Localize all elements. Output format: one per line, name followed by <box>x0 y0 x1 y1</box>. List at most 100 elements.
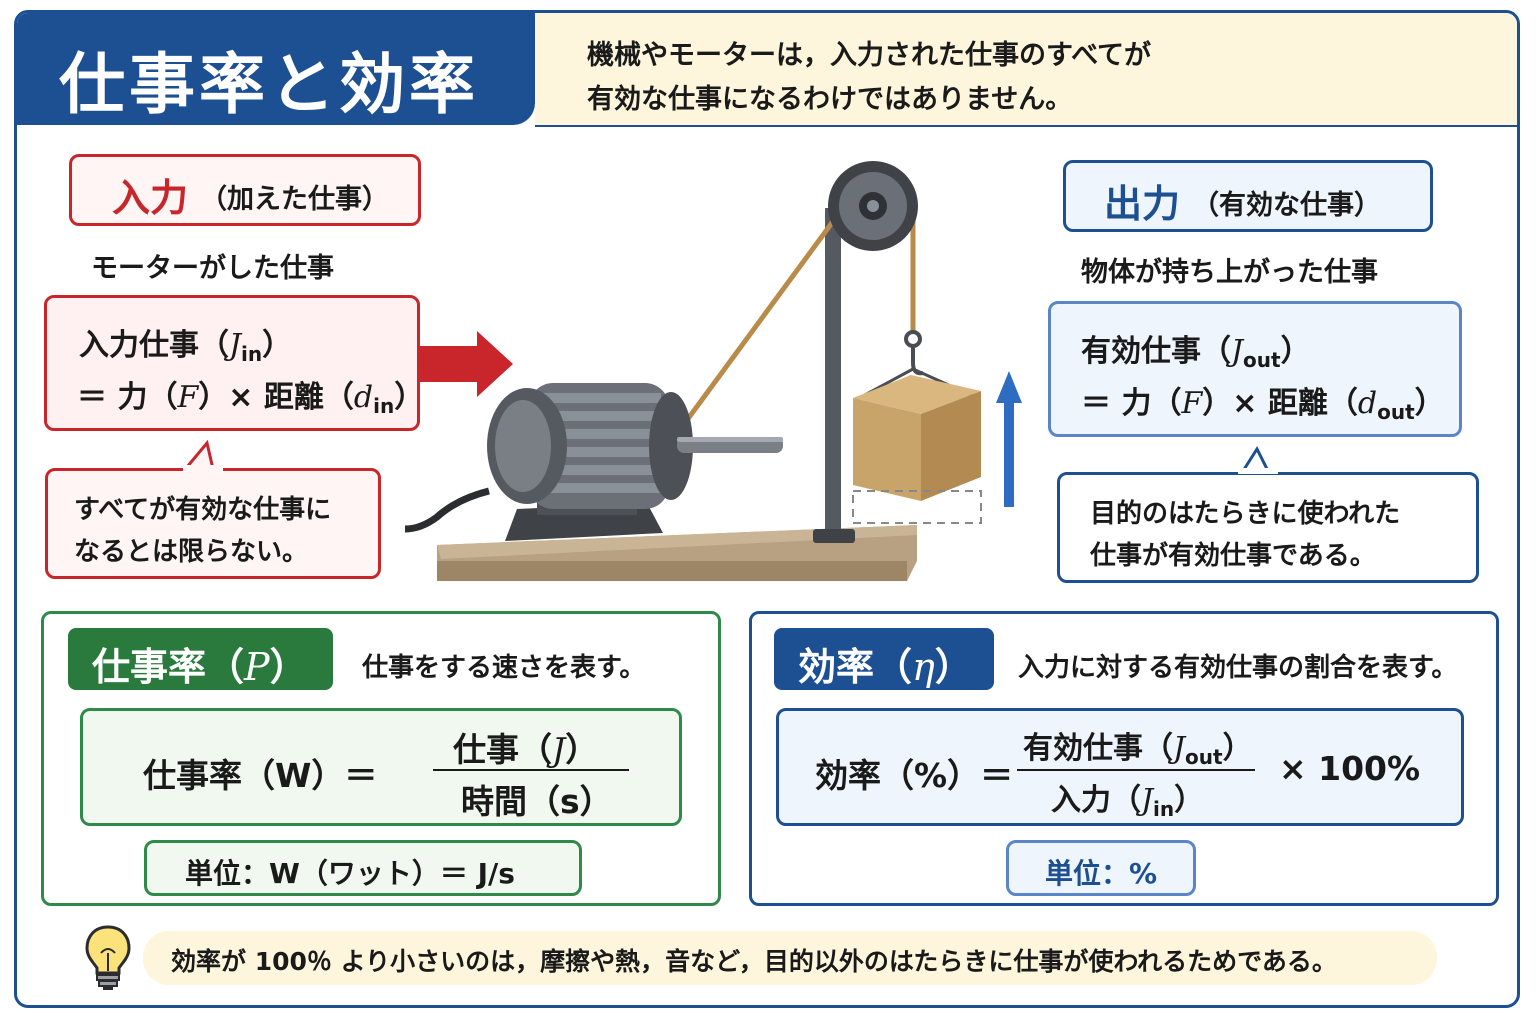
power-panel: 仕事率（P） 仕事をする速さを表す。 仕事率（W）＝ 仕事（J） 時間（s） 単… <box>41 611 721 906</box>
input-callout: すべてが有効な仕事に なるとは限らない。 <box>45 468 381 579</box>
efficiency-eq-numerator: 有効仕事（Jout） <box>1023 723 1253 769</box>
output-formula-l2-prefix: ＝ 力（ <box>1081 386 1182 421</box>
power-unit-text: 単位：W（ワット）＝ J/s <box>185 857 515 890</box>
power-badge-close: ） <box>269 645 308 689</box>
input-formula-l2-prefix: ＝ 力（ <box>77 380 178 415</box>
power-fraction-bar <box>433 769 629 771</box>
output-formula-sub-out: out <box>1243 348 1281 372</box>
efficiency-eq-den-var: J <box>1141 783 1154 818</box>
input-caption: モーターがした仕事 <box>91 253 334 284</box>
illustration <box>183 161 1278 581</box>
output-formula-close: ） <box>1280 334 1311 369</box>
tip-text: 効率が 100％ より小さいのは，摩擦や熱，音など，目的以外のはたらきに仕事が使… <box>171 947 1337 976</box>
efficiency-fraction-bar <box>1017 769 1255 771</box>
power-badge: 仕事率（P） <box>68 628 333 690</box>
output-formula-var-d: d <box>1357 386 1378 421</box>
input-label-box: 入力 （加えた仕事） <box>69 154 421 226</box>
input-formula-l2-mid: ）× 距離（ <box>198 380 354 415</box>
tip-banner: 効率が 100％ より小さいのは，摩擦や熱，音など，目的以外のはたらきに仕事が使… <box>143 931 1437 985</box>
efficiency-badge-label: 効率（ <box>798 645 913 689</box>
input-formula-var-d: d <box>353 380 374 415</box>
efficiency-badge-close: ） <box>934 645 973 689</box>
efficiency-eq-right: × 100% <box>1279 749 1421 788</box>
efficiency-eq-left: 効率（%）＝ <box>815 756 1014 795</box>
output-formula-var-f: F <box>1181 386 1203 421</box>
input-formula-line-1: 入力仕事（Jin） <box>79 320 292 366</box>
pulley-stand <box>825 208 841 538</box>
efficiency-eq-den-sub: in <box>1153 797 1175 821</box>
efficiency-unit-text: 単位：% <box>1045 857 1158 890</box>
efficiency-eq-denominator: 入力（Jin） <box>1051 775 1204 821</box>
intro-line-2: 有効な仕事になるわけではありません。 <box>587 84 1073 115</box>
input-formula-prefix: 入力仕事（ <box>79 328 229 363</box>
efficiency-eq-num-close: ） <box>1222 731 1253 766</box>
efficiency-unit-box: 単位：% <box>1006 840 1196 896</box>
power-badge-var: P <box>244 645 270 689</box>
output-formula-prefix: 有効仕事（ <box>1081 334 1231 369</box>
intro-line-1: 機械やモーターは，入力された仕事のすべてが <box>587 40 1152 71</box>
output-formula-l2-sub: out <box>1377 400 1415 424</box>
power-eq-num-prefix: 仕事（ <box>453 730 552 769</box>
poster-frame: 仕事率と効率 機械やモーターは，入力された仕事のすべてが 有効な仕事になるわけで… <box>14 10 1520 1008</box>
output-formula-line-1: 有効仕事（Jout） <box>1081 326 1311 372</box>
efficiency-eq-den-prefix: 入力（ <box>1051 783 1141 818</box>
efficiency-eq-den-close: ） <box>1174 783 1205 818</box>
efficiency-eq-num-var: J <box>1173 731 1186 766</box>
intro-banner: 機械やモーターは，入力された仕事のすべてが 有効な仕事になるわけではありません。 <box>535 13 1517 127</box>
input-arrow-icon <box>419 331 513 397</box>
power-description: 仕事をする速さを表す。 <box>362 653 646 683</box>
output-label-box: 出力 （有効な仕事） <box>1063 160 1433 232</box>
power-badge-text: 仕事率（P） <box>92 636 308 691</box>
output-formula-var-j: J <box>1231 334 1244 369</box>
power-eq-numerator: 仕事（J） <box>453 723 598 771</box>
output-formula-l2-mid: ）× 距離（ <box>1202 386 1358 421</box>
power-eq-denominator: 時間（s） <box>461 782 613 821</box>
efficiency-description: 入力に対する有効仕事の割合を表す。 <box>1018 653 1458 683</box>
output-tail-mask <box>1238 468 1278 474</box>
input-formula-l2-sub: in <box>373 394 395 418</box>
efficiency-eq-num-prefix: 有効仕事（ <box>1023 731 1173 766</box>
output-callout-line-2: 仕事が有効仕事である。 <box>1090 541 1376 571</box>
rope-left <box>676 184 862 433</box>
power-unit-box: 単位：W（ワット）＝ J/s <box>144 840 582 896</box>
output-arrow-icon <box>996 371 1022 507</box>
efficiency-badge-text: 効率（η） <box>798 636 973 691</box>
power-badge-label: 仕事率（ <box>92 645 245 689</box>
input-formula-sub-in: in <box>241 342 263 366</box>
input-formula-var-f: F <box>177 380 199 415</box>
pulley-icon <box>828 161 918 251</box>
box-start-outline <box>852 490 982 524</box>
efficiency-panel: 効率（η） 入力に対する有効仕事の割合を表す。 効率（%）＝ 有効仕事（Jout… <box>749 611 1499 906</box>
efficiency-eq-num-sub: out <box>1185 745 1223 769</box>
power-eq-num-close: ） <box>565 730 599 769</box>
output-callout-line-1: 目的のはたらきに使われた <box>1090 499 1401 529</box>
power-eq-left: 仕事率（W）＝ <box>143 756 378 795</box>
power-eq-num-var: J <box>552 730 566 769</box>
motor-icon <box>487 383 783 541</box>
output-formula-line-2: ＝ 力（F）× 距離（dout） <box>1081 378 1445 424</box>
page-title: 仕事率と効率 <box>59 46 479 123</box>
input-formula-line-2: ＝ 力（F）× 距離（din） <box>77 372 424 418</box>
input-label-sub: （加えた仕事） <box>200 184 389 215</box>
input-formula-var-j: J <box>229 328 242 363</box>
input-callout-line-2: なるとは限らない。 <box>74 537 309 567</box>
output-formula-l2-close: ） <box>1414 386 1445 421</box>
motor-cable <box>404 487 490 533</box>
power-equation-box: 仕事率（W）＝ 仕事（J） 時間（s） <box>80 708 682 826</box>
input-formula-close: ） <box>262 328 293 363</box>
input-tail-mask <box>183 465 223 471</box>
output-callout: 目的のはたらきに使われた 仕事が有効仕事である。 <box>1057 472 1479 583</box>
light-bulb-icon <box>85 925 131 990</box>
input-callout-line-1: すべてが有効な仕事に <box>74 495 332 525</box>
efficiency-badge: 効率（η） <box>774 628 994 690</box>
cargo-box <box>853 375 981 501</box>
input-label-main: 入力 <box>112 176 189 220</box>
input-formula-box: 入力仕事（Jin） ＝ 力（F）× 距離（din） <box>44 295 424 431</box>
output-label-main: 出力 <box>1104 182 1181 226</box>
efficiency-equation-box: 効率（%）＝ 有効仕事（Jout） 入力（Jin） × 100% <box>776 708 1464 826</box>
output-label-sub: （有効な仕事） <box>1192 190 1381 221</box>
output-formula-box: 有効仕事（Jout） ＝ 力（F）× 距離（dout） <box>1048 301 1462 437</box>
output-caption: 物体が持ち上がった仕事 <box>1081 257 1378 288</box>
efficiency-badge-var: η <box>912 645 935 689</box>
title-band: 仕事率と効率 <box>17 13 535 125</box>
